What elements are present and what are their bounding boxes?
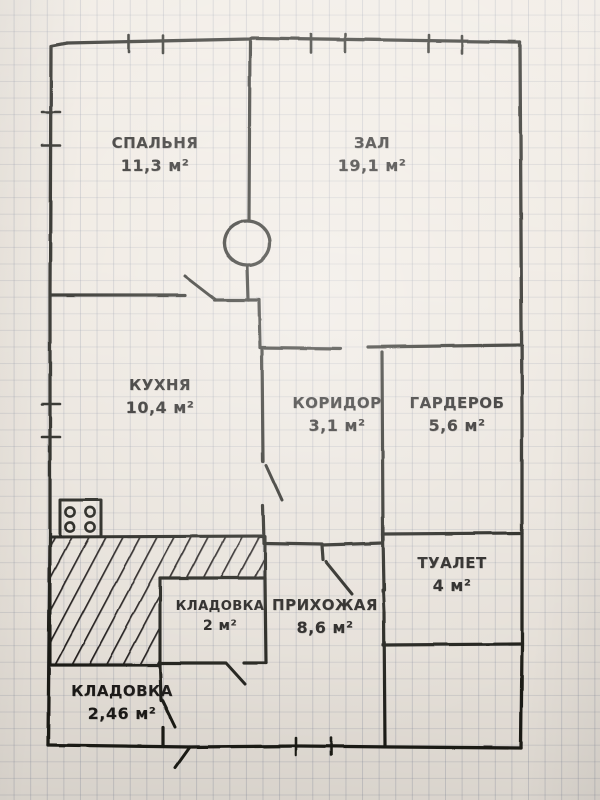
door-storage-246: [160, 698, 177, 729]
interior-wall-wardrobe-toilet: [381, 531, 524, 536]
room-name: КЛАДОВКА: [175, 598, 265, 614]
room-name: СПАЛЬНЯ: [111, 134, 199, 153]
interior-wall-bedroom-hall: [245, 37, 262, 350]
room-label-prihozhaya: ПРИХОЖАЯ 8,6 м²: [272, 595, 378, 639]
interior-wall-bedroom-kitchen: [49, 293, 251, 302]
interior-wall-corridor-wardrobe: [380, 350, 385, 537]
room-name: ЗАЛ: [353, 134, 391, 153]
room-label-kuhnya: КУХНЯ 10,4 м²: [126, 375, 195, 419]
room-name: КЛАДОВКА: [71, 682, 173, 701]
door-entrance: [173, 745, 192, 770]
room-name: ГАРДЕРОБ: [409, 394, 505, 413]
interior-wall-toilet-bottom: [381, 642, 524, 647]
interior-wall-hallway-right: [320, 543, 325, 562]
room-area: 2,46 м²: [87, 704, 157, 724]
room-area: 3,1 м²: [308, 416, 366, 436]
room-name: ПРИХОЖАЯ: [272, 596, 378, 615]
door-corridor-hallway: [324, 560, 354, 596]
room-label-garderob: ГАРДЕРОБ 5,6 м²: [410, 393, 505, 437]
room-name: КУХНЯ: [128, 376, 191, 395]
interior-wall-living-corridor: [258, 343, 524, 351]
interior-wall-kitchen-corridor: [260, 347, 266, 545]
room-label-kladovka-246: КЛАДОВКА 2,46 м²: [71, 681, 173, 725]
round-column-icon: [222, 219, 272, 267]
hatched-fill-region: [48, 534, 267, 667]
room-label-koridor: КОРИДОР 3,1 м²: [292, 393, 381, 437]
interior-wall-hall-toilet: [381, 533, 387, 748]
room-area: 2 м²: [202, 618, 238, 635]
room-area: 4 м²: [432, 576, 472, 596]
room-label-tualet: ТУАЛЕТ 4 м²: [417, 553, 486, 597]
room-name: ТУАЛЕТ: [417, 554, 487, 573]
room-area: 8,6 м²: [296, 618, 354, 638]
room-label-zal: ЗАЛ 19,1 м²: [338, 133, 407, 177]
door-bedroom-kitchen: [183, 274, 218, 302]
door-storage-2: [224, 661, 247, 686]
room-label-spalnya: СПАЛЬНЯ 11,3 м²: [112, 133, 199, 177]
room-area: 11,3 м²: [120, 156, 190, 176]
window-tick-marks: [40, 32, 464, 757]
door-kitchen-corridor: [264, 463, 284, 502]
door-hallway-toilet: [381, 588, 386, 614]
room-area: 19,1 м²: [337, 156, 407, 176]
room-label-kladovka-2: КЛАДОВКА 2 м²: [176, 598, 265, 636]
room-name: КОРИДОР: [292, 394, 382, 413]
kitchen-stove-icon: [58, 498, 103, 538]
room-area: 5,6 м²: [428, 416, 486, 436]
room-area: 10,4 м²: [125, 398, 195, 418]
